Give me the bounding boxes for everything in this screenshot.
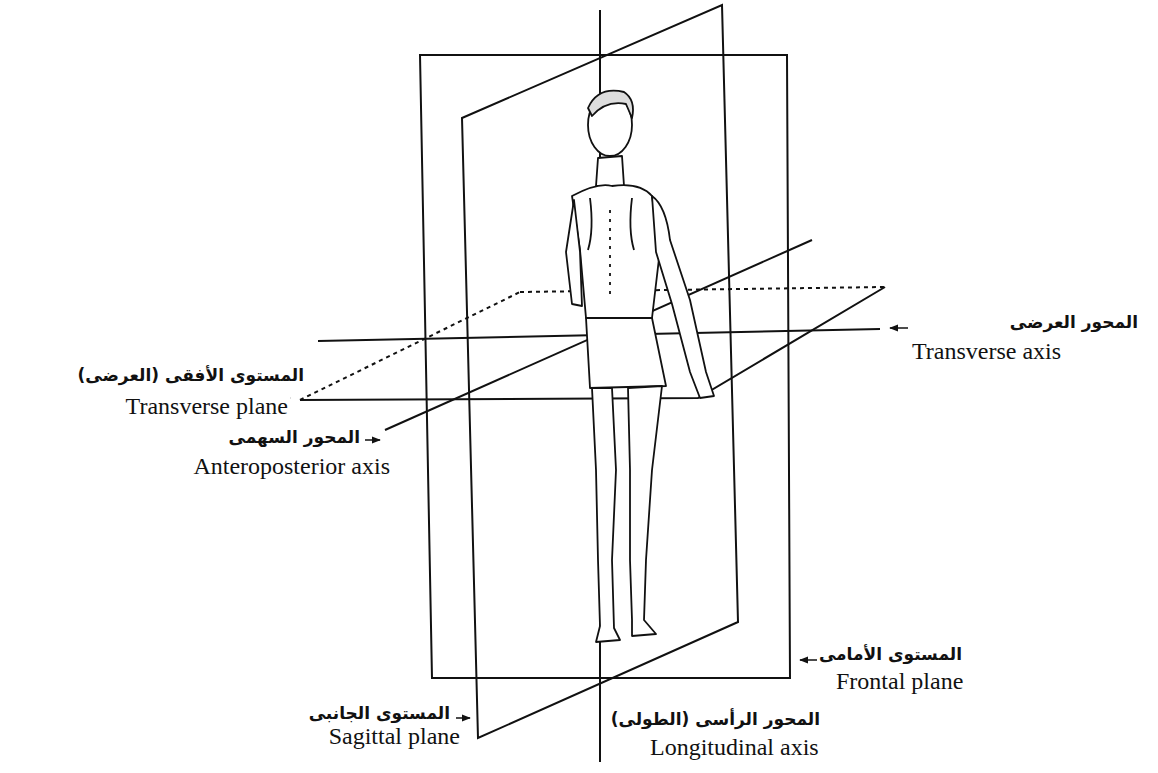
axis-plane-label: المحور الرأسى (الطولى)	[609, 710, 822, 730]
axis-plane-label: Transverse plane	[124, 393, 290, 421]
human-figure	[566, 91, 714, 642]
axis-plane-label: Sagittal plane	[327, 723, 462, 751]
frontal-plane	[420, 55, 790, 678]
axis-plane-label: المستوى الجانبى	[307, 704, 452, 724]
sagittal-plane	[462, 5, 738, 738]
axis-plane-label: Transverse axis	[910, 338, 1063, 366]
axis-plane-label: Anteroposterior axis	[191, 453, 392, 481]
axis-plane-label: Longitudinal axis	[648, 734, 821, 762]
pointer-arrows	[278, 328, 908, 724]
axis-plane-label: المستوى الأفقى (العرضى)	[75, 366, 306, 386]
axis-plane-label: المحور السهمى	[226, 428, 362, 448]
axis-plane-label: المستوى الأمامى	[817, 645, 964, 665]
axis-plane-label: Frontal plane	[834, 668, 965, 696]
axis-plane-label: المحور العرضى	[1008, 313, 1140, 333]
